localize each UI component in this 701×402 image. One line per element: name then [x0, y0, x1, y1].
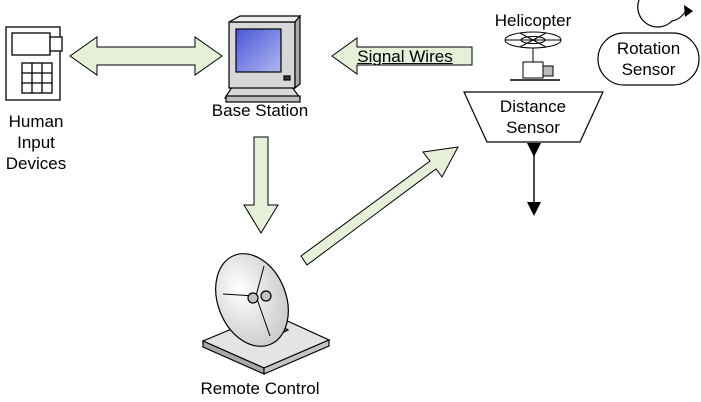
rotation-indicator-icon	[637, 0, 693, 28]
arrow-base-remote	[243, 136, 279, 234]
rotation-sensor-shape	[597, 32, 700, 86]
distance-sensor-label-line-2: Sensor	[506, 118, 560, 137]
remote-control-dish-icon	[201, 253, 331, 375]
distance-sensor-label: Distance Sensor	[478, 96, 588, 138]
base-station-label: Base Station	[211, 101, 309, 120]
distance-sensor-label-line-1: Distance	[499, 97, 567, 116]
arrow-signal-wires	[331, 37, 473, 75]
signal-wires-label: Signal Wires	[357, 47, 453, 66]
remote-control-label: Remote Control	[200, 379, 320, 398]
human-input-device-icon	[5, 26, 63, 101]
human-input-label: Human Input Devices	[0, 111, 72, 174]
rotation-sensor-label-line-2: Sensor	[621, 60, 676, 79]
human-input-label-line-1: Human	[8, 112, 64, 131]
helicopter-icon	[504, 31, 562, 81]
base-station-computer-icon	[223, 14, 302, 103]
human-input-label-line-3: Devices	[5, 154, 67, 173]
rotation-sensor-label-line-1: Rotation	[616, 39, 681, 58]
human-input-label-line-2: Input	[17, 133, 55, 152]
arrow-human-base	[69, 36, 223, 76]
rotation-sensor-label: Rotation Sensor	[598, 38, 699, 80]
arrow-remote-helicopter	[300, 146, 459, 266]
distance-sensor-shape	[463, 91, 604, 143]
helicopter-label: Helicopter	[494, 11, 572, 30]
